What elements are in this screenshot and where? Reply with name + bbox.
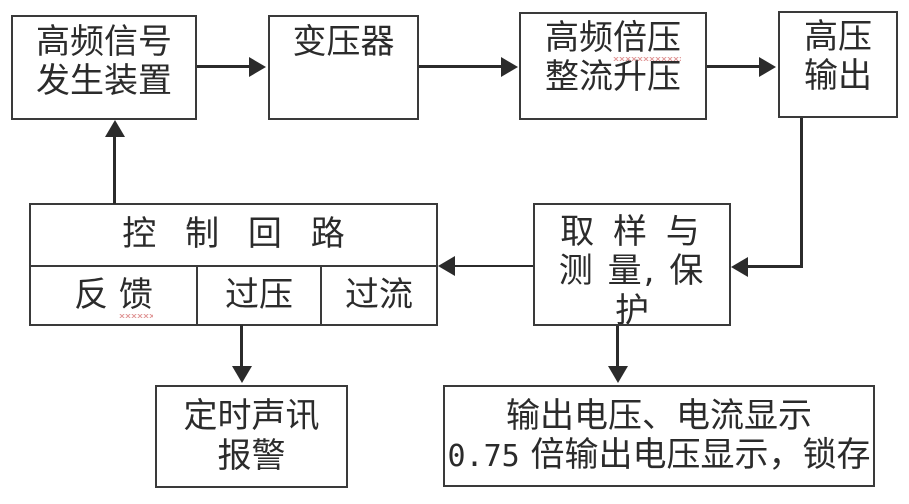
control-cell-overcurrent: 过流: [322, 267, 436, 324]
hv-output-line2: 输出: [804, 56, 872, 97]
arrowhead-to-transformer: [249, 57, 266, 77]
transformer-label: 变压器: [292, 22, 395, 62]
display-multiplier-value: 0.75: [447, 439, 520, 474]
control-circuit-cells: 反 馈 过压 过流: [31, 267, 436, 324]
block-hf-multiplier-rectifier: 高频倍压 整流升压: [519, 12, 707, 120]
block-sampling-measurement-protection: 取 样 与 测 量, 保 护: [533, 203, 731, 326]
timed-alarm-line1: 定时声讯: [183, 396, 320, 437]
sampling-line3: 护: [615, 290, 649, 326]
control-cell-overvoltage: 过压: [198, 267, 322, 324]
display-line1: 输出电压、电流显示: [506, 395, 812, 436]
block-output-display: 输出电压、电流显示 0.75 倍输出电压显示，锁存: [443, 385, 875, 487]
arrowhead-to-control-circuit: [438, 256, 455, 276]
block-transformer: 变压器: [268, 15, 419, 120]
block-hf-signal-generator: 高频信号 发生装置: [11, 15, 197, 120]
hf-multiplier-line1: 高频倍压: [545, 18, 681, 62]
control-cell-feedback-label: 反 馈: [74, 274, 153, 319]
connector-hv-output-to-sampling: [748, 265, 803, 268]
arrowhead-to-timed-alarm: [232, 366, 252, 383]
arrowhead-to-hv-output: [759, 57, 776, 77]
connector-sampling-to-control: [455, 265, 533, 267]
block-hv-output: 高压 输出: [778, 11, 898, 118]
connector-control-to-alarm: [240, 325, 243, 369]
hf-signal-generator-line2: 发生装置: [36, 61, 172, 102]
hf-multiplier-line2: 整流升压: [545, 57, 681, 98]
connector-sampling-to-display: [616, 326, 619, 369]
connector-transformer-to-multiplier: [419, 65, 503, 68]
connector-control-to-generator: [113, 137, 116, 204]
connector-multiplier-to-hv-output: [707, 65, 761, 68]
control-circuit-header: 控 制 回 路: [122, 214, 354, 254]
connector-hv-output-down: [800, 118, 803, 268]
block-timed-voice-alarm: 定时声讯 报警: [155, 385, 348, 488]
hf-signal-generator-line1: 高频信号: [36, 22, 172, 62]
sampling-line2: 测 量, 保: [558, 251, 706, 292]
control-cell-overcurrent-label: 过流: [345, 274, 413, 315]
arrowhead-to-display: [608, 366, 628, 383]
arrowhead-to-multiplier: [501, 57, 518, 77]
control-circuit-divider: [29, 265, 438, 267]
spellcheck-squiggle-beiya: 倍压: [613, 18, 681, 62]
control-cell-feedback: 反 馈: [31, 267, 198, 324]
spellcheck-squiggle-kui: 馈: [118, 274, 153, 319]
sampling-line1: 取 样 与: [560, 212, 704, 252]
timed-alarm-line2: 报警: [217, 435, 286, 476]
block-control-circuit: 控 制 回 路: [29, 203, 438, 326]
control-cell-overvoltage-label: 过压: [225, 274, 293, 315]
hv-output-line1: 高压: [804, 17, 872, 57]
arrowhead-to-generator: [105, 120, 125, 137]
display-line2: 0.75 倍输出电压显示，锁存: [447, 435, 871, 475]
connector-generator-to-transformer: [197, 65, 251, 68]
arrowhead-to-sampling: [731, 257, 748, 277]
